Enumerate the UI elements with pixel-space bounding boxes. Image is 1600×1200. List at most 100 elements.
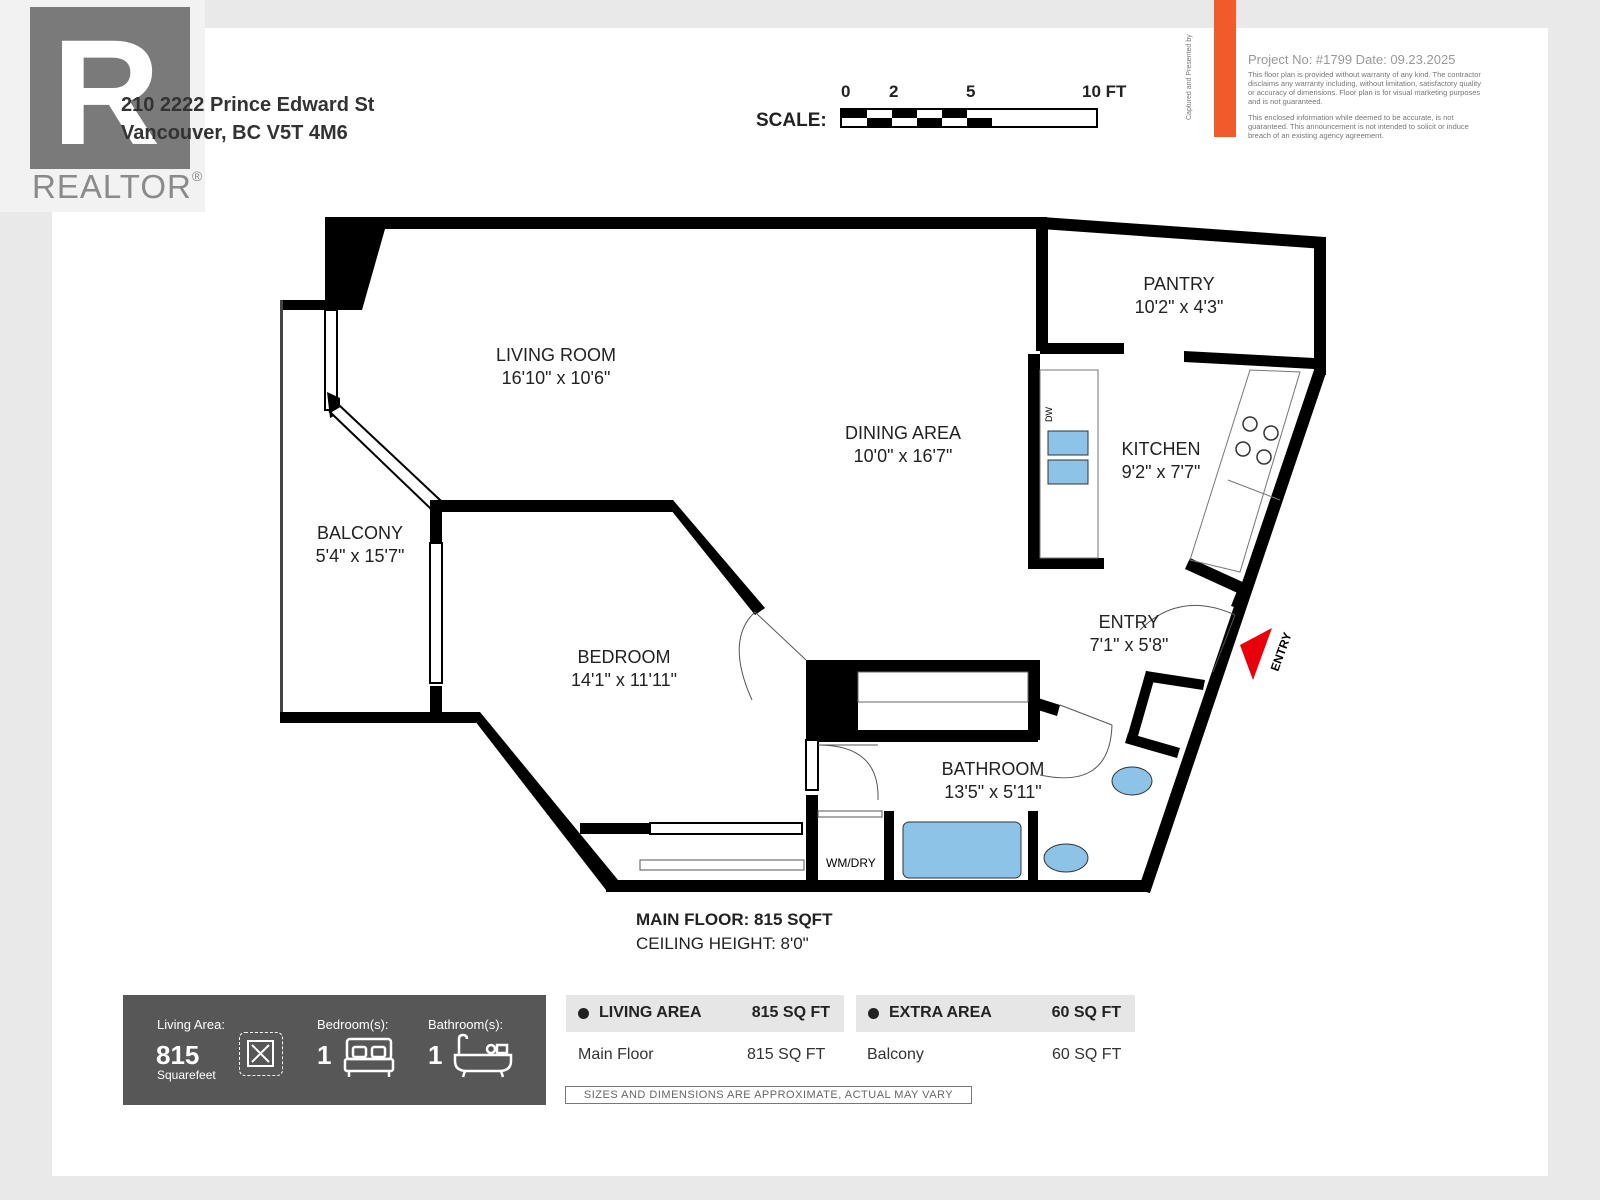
wall-hall-right xyxy=(1028,660,1040,740)
wall-pantry-left xyxy=(1036,225,1048,351)
bed-icon xyxy=(343,1035,395,1084)
bathtub-icon xyxy=(902,821,1022,879)
realtor-wordmark: REALTOR xyxy=(32,168,192,205)
wall-bedroom-left-lower xyxy=(430,686,442,722)
entry-arrow-icon xyxy=(1240,628,1272,680)
room-pantry-name: PANTRY xyxy=(1143,274,1214,294)
living-area-label: Living Area: xyxy=(157,1017,225,1032)
bullet-icon xyxy=(578,1008,589,1019)
disclaimer-2: This enclosed information while deemed t… xyxy=(1248,113,1469,140)
wall-entry-small xyxy=(1038,698,1060,716)
room-entry-name: ENTRY xyxy=(1099,612,1160,632)
wall-kitchen-left xyxy=(1028,354,1040,567)
wall-bath-divider-2 xyxy=(1028,811,1038,892)
realtor-letter: R xyxy=(52,8,161,176)
wall-closet-entry-left xyxy=(1128,671,1156,736)
kitchen-sink-1 xyxy=(1047,430,1089,456)
extra-area-title: EXTRA AREA xyxy=(889,1004,992,1021)
summary-box: Living Area: 815 Squarefeet Bedroom(s): … xyxy=(123,995,546,1105)
balcony-value: 60 SQ FT xyxy=(1052,1046,1122,1063)
wall-kitchen-bottom xyxy=(1028,558,1104,569)
wall-hall-bottom xyxy=(806,730,1038,742)
wall-bedroom-left-upper xyxy=(430,500,442,543)
room-pantry-dims: 10'2" x 4'3" xyxy=(1135,297,1224,317)
room-bedroom-name: BEDROOM xyxy=(577,647,670,667)
wall-bath-left xyxy=(806,795,818,892)
living-area-total: 815 SQ FT xyxy=(751,1004,830,1021)
address-line-1: 210 2222 Prince Edward St xyxy=(121,94,375,116)
wall-right-diagonal xyxy=(1138,370,1326,893)
room-kitchen-dims: 9'2" x 7'7" xyxy=(1122,462,1201,482)
room-dining-dims: 10'0" x 16'7" xyxy=(854,446,953,466)
bathrooms-value: 1 xyxy=(428,1040,443,1070)
room-bedroom-dims: 14'1" x 11'11" xyxy=(571,670,677,690)
wall-kitchen-post xyxy=(1231,586,1251,610)
bathrooms-label: Bathroom(s): xyxy=(428,1017,504,1032)
wall-top xyxy=(325,217,1047,229)
main-floor-value: 815 SQ FT xyxy=(747,1046,826,1063)
expand-area-icon xyxy=(239,1032,283,1076)
wall-kitchen-right xyxy=(1185,558,1247,595)
wall-bedroom-bottom-diagonal xyxy=(468,712,618,890)
room-kitchen-name: KITCHEN xyxy=(1121,439,1200,459)
dishwasher-label: DW xyxy=(1044,407,1054,422)
bedrooms-value: 1 xyxy=(317,1040,332,1070)
living-area-header: LIVING AREA 815 SQ FT xyxy=(566,995,844,1032)
scale-bar xyxy=(840,108,1098,128)
approximate-note: SIZES AND DIMENSIONS ARE APPROXIMATE, AC… xyxy=(565,1086,972,1104)
wall-bath-divider-1 xyxy=(884,811,894,892)
stove-icon xyxy=(1235,416,1279,465)
wall-balcony-bottom xyxy=(280,712,476,723)
extra-area-header: EXTRA AREA 60 SQ FT xyxy=(856,995,1135,1032)
scale-tick-5: 5 xyxy=(966,82,976,101)
wall-bedroom-diagonal xyxy=(663,500,765,615)
wall-right-upper xyxy=(1314,237,1326,375)
wall-pantry-top xyxy=(1041,217,1325,249)
ceiling-height: CEILING HEIGHT: 8'0" xyxy=(636,934,809,953)
wall-hall-top xyxy=(806,660,1038,672)
entry-arrow-label: ENTRY xyxy=(1268,630,1295,673)
scale-tick-2: 2 xyxy=(889,82,899,101)
main-floor-label: Main Floor xyxy=(578,1046,654,1063)
room-balcony-dims: 5'4" x 15'7" xyxy=(316,546,405,566)
address-line-2: Vancouver, BC V5T 4M6 xyxy=(121,122,348,144)
wall-corner-block xyxy=(325,229,385,310)
room-entry-dims: 7'1" x 5'8" xyxy=(1090,635,1169,655)
wall-pantry-bottom-left xyxy=(1040,343,1124,354)
washer-dryer-label: WM/DRY xyxy=(826,856,876,870)
bathroom-sink-icon xyxy=(1043,843,1089,873)
room-living-dims: 16'10" x 10'6" xyxy=(502,368,611,388)
wall-bedroom-top xyxy=(430,500,673,512)
wall-bottom xyxy=(606,880,1150,892)
wall-bath-top-right xyxy=(1125,733,1180,758)
registered-mark: ® xyxy=(191,168,204,184)
realtor-mark: R xyxy=(30,7,190,169)
bedrooms-label: Bedroom(s): xyxy=(317,1017,389,1032)
scale-tick-0: 0 xyxy=(841,82,851,101)
wall-central-block xyxy=(806,660,858,740)
room-bathroom-name: BATHROOM xyxy=(942,759,1045,779)
room-living-name: LIVING ROOM xyxy=(496,345,616,365)
wall-closet-top-left xyxy=(580,823,650,834)
room-bathroom-dims: 13'5" x 5'11" xyxy=(944,782,1041,802)
balcony-label: Balcony xyxy=(867,1046,924,1063)
wall-balcony-top xyxy=(280,300,330,310)
bathtub-summary-icon xyxy=(453,1033,513,1084)
main-floor-area: MAIN FLOOR: 815 SQFT xyxy=(636,910,833,929)
extra-area-total: 60 SQ FT xyxy=(1051,1004,1121,1021)
living-area-title: LIVING AREA xyxy=(599,1004,702,1021)
realtor-logo: R REALTOR® xyxy=(0,0,205,212)
room-dining-name: DINING AREA xyxy=(845,423,961,443)
scale-tick-10: 10 FT xyxy=(1082,82,1127,101)
kitchen-sink-2 xyxy=(1047,459,1089,485)
wall-closet-entry-top xyxy=(1144,671,1205,690)
living-area-value: 815 xyxy=(156,1040,200,1070)
scale-label: SCALE: xyxy=(756,110,827,131)
toilet-icon xyxy=(1111,766,1153,796)
room-balcony-name: BALCONY xyxy=(317,523,403,543)
realtyshot-logo: RealtyShot xyxy=(1199,0,1236,137)
project-info: Project No: #1799 Date: 09.23.2025 xyxy=(1248,52,1456,67)
living-area-unit: Squarefeet xyxy=(157,1068,216,1082)
wall-pantry-bottom-right xyxy=(1184,351,1314,369)
